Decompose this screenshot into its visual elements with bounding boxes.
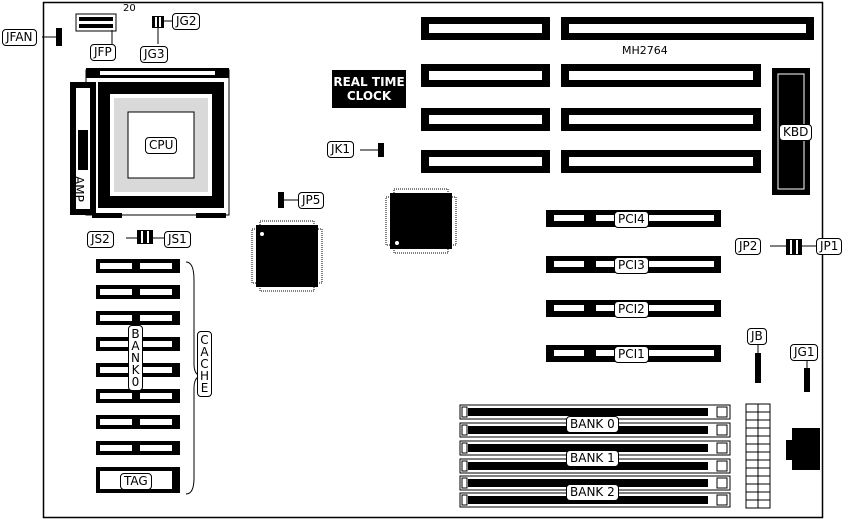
pci-slot-label: PCI2 xyxy=(614,301,649,318)
jfan-header xyxy=(56,28,62,46)
jk1-jumper xyxy=(378,143,384,157)
cache-bank-label: BANK0 xyxy=(128,325,143,391)
cpu-socket xyxy=(70,68,230,218)
jg2-label: JG2 xyxy=(172,13,201,30)
js1-label: JS1 xyxy=(164,231,191,248)
jp1-label: JP1 xyxy=(816,238,843,255)
fp-pin-number: 20 xyxy=(123,3,136,14)
front-panel-header xyxy=(75,13,117,32)
js2-label: JS2 xyxy=(87,231,114,248)
jg3-label: JG3 xyxy=(140,46,169,63)
jg1-label: JG1 xyxy=(790,344,819,361)
jp-jumpers xyxy=(786,239,802,255)
chipset-chip-left xyxy=(251,220,323,292)
rtc-label-line-1: REAL TIME xyxy=(333,75,405,89)
jg1-jumper xyxy=(804,368,810,392)
keyboard-label: KBD xyxy=(779,124,813,141)
port-connector xyxy=(786,428,820,470)
jfp-label: JFP xyxy=(90,44,116,61)
callout-lines xyxy=(42,20,816,368)
rtc-label-line-2: CLOCK xyxy=(346,89,392,103)
pci-slot-label: PCI1 xyxy=(614,346,649,363)
pci-slot-label: PCI3 xyxy=(614,257,649,274)
jp2-label: JP2 xyxy=(735,238,762,255)
tag-label: TAG xyxy=(120,473,152,490)
board-model-label: MH2764 xyxy=(622,44,668,57)
simm-bank-label: BANK 0 xyxy=(566,416,619,433)
jfan-label: JFAN xyxy=(2,29,37,46)
cpu-label: CPU xyxy=(145,137,178,154)
pci-slot-label: PCI4 xyxy=(614,211,649,228)
power-connector xyxy=(745,403,771,509)
chipset-chip-center xyxy=(385,188,457,254)
jb-label: JB xyxy=(747,328,767,345)
jp5-label: JP5 xyxy=(298,192,325,209)
jk1-label: JK1 xyxy=(327,141,355,158)
js-jumpers xyxy=(137,230,153,244)
jb-jumper xyxy=(755,353,761,383)
rtc-label: REAL TIME CLOCK xyxy=(332,75,406,103)
jg3-jumper xyxy=(152,16,164,28)
cache-label: CACHE xyxy=(197,331,212,397)
jp5-jumper xyxy=(278,192,284,208)
simm-bank-label: BANK 1 xyxy=(566,450,619,467)
isa-slots xyxy=(421,17,814,173)
socket-brand-label: AMP xyxy=(72,176,86,202)
simm-bank-label: BANK 2 xyxy=(566,484,619,501)
